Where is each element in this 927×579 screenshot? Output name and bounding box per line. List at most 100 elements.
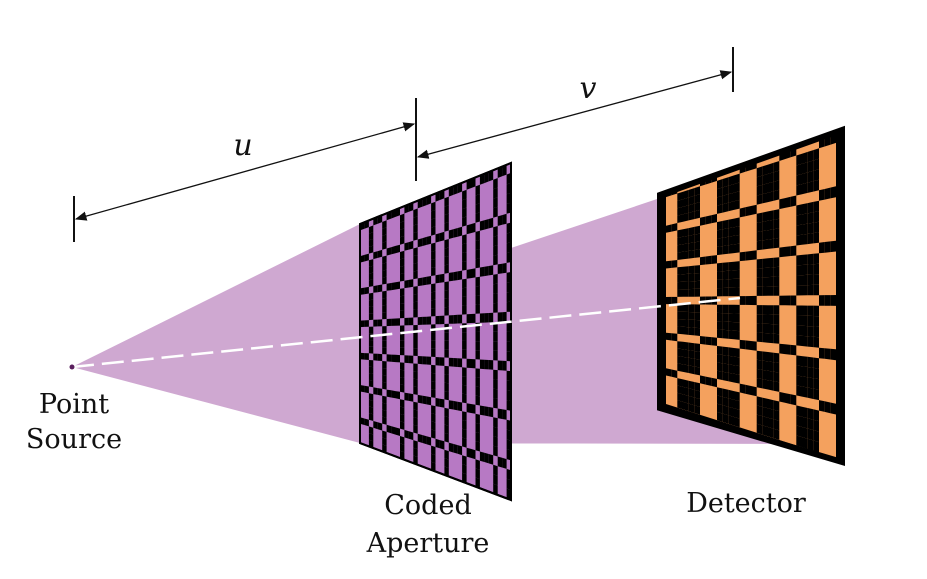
- mask-cell: [717, 321, 723, 330]
- mask-cell: [475, 441, 480, 452]
- mask-cell: [382, 437, 387, 446]
- mask-cell: [502, 360, 507, 371]
- mask-cell: [807, 253, 814, 265]
- mask-cell: [688, 395, 695, 406]
- mask-cell: [717, 354, 723, 364]
- mask-cell: [751, 295, 757, 306]
- mask-cell: [711, 213, 717, 224]
- mask-cell: [677, 206, 683, 216]
- mask-cell: [683, 341, 689, 351]
- mask-cell: [796, 335, 802, 346]
- mask-cell: [677, 274, 683, 283]
- mask-cell: [813, 357, 819, 369]
- mask-cell: [462, 216, 467, 227]
- mask-cell: [462, 287, 467, 297]
- mask-cell: [488, 265, 494, 276]
- mask-cell: [688, 203, 695, 213]
- mask-cell: [734, 373, 740, 384]
- mask-cell: [734, 269, 740, 279]
- mask-cell: [462, 411, 467, 421]
- mask-cell: [683, 401, 689, 412]
- mask-cell: [493, 379, 498, 390]
- mask-cell: [400, 406, 405, 415]
- mask-cell: [408, 431, 414, 441]
- mask-cell: [677, 251, 683, 260]
- mask-cell: [813, 430, 819, 443]
- mask-cell: [506, 351, 511, 362]
- mask-cell: [722, 177, 729, 188]
- mask-cell: [462, 420, 467, 430]
- mask-cell: [408, 393, 414, 402]
- mask-cell: [813, 440, 819, 453]
- mask-cell: [404, 392, 409, 401]
- mask-cell: [382, 326, 387, 334]
- mask-cell: [694, 382, 700, 392]
- mask-cell: [395, 281, 400, 290]
- mask-cell: [386, 354, 392, 362]
- mask-cell: [813, 211, 819, 223]
- mask-cell: [802, 182, 808, 195]
- mask-cell: [751, 341, 757, 351]
- mask-cell: [413, 262, 418, 272]
- mask-cell: [368, 393, 374, 401]
- mask-cell: [734, 261, 740, 271]
- mask-cell: [773, 180, 780, 192]
- mask-cell: [694, 397, 700, 407]
- mask-cell: [802, 203, 808, 215]
- mask-cell: [802, 406, 808, 419]
- mask-cell: [479, 451, 485, 462]
- mask-cell: [475, 386, 480, 397]
- mask-cell: [417, 238, 423, 248]
- mask-cell: [717, 179, 723, 190]
- mask-cell: [502, 262, 507, 274]
- dimension-u-label: u: [233, 128, 252, 163]
- mask-cell: [688, 281, 695, 290]
- mask-cell: [756, 368, 763, 380]
- mask-cell: [807, 212, 814, 224]
- mask-cell: [382, 409, 387, 418]
- mask-cell: [471, 177, 476, 189]
- mask-cell: [739, 296, 746, 305]
- mask-cell: [773, 400, 780, 412]
- mask-cell: [717, 229, 723, 239]
- mask-cell: [413, 378, 418, 388]
- mask-cell: [756, 212, 763, 223]
- mask-cell: [796, 265, 802, 276]
- mask-cell: [728, 278, 734, 288]
- mask-cell: [813, 148, 819, 161]
- mask-cell: [400, 325, 405, 333]
- mask-cell: [386, 318, 392, 327]
- mask-cell: [413, 309, 418, 318]
- mask-cell: [796, 285, 802, 296]
- mask-cell: [739, 339, 746, 350]
- mask-cell: [386, 283, 392, 291]
- mask-cell: [413, 231, 418, 241]
- mask-cell: [802, 305, 808, 316]
- mask-cell: [475, 184, 480, 196]
- mask-cell: [368, 426, 374, 435]
- mask-cell: [462, 198, 467, 210]
- mask-cell: [773, 333, 780, 344]
- mask-cell: [807, 181, 814, 193]
- mask-cell: [431, 340, 436, 349]
- mask-cell: [796, 325, 802, 336]
- mask-cell: [688, 188, 695, 198]
- mask-cell: [471, 222, 476, 234]
- mask-cell: [493, 341, 498, 351]
- mask-cell: [694, 405, 700, 415]
- mask-cell: [431, 405, 436, 415]
- mask-cell: [756, 184, 763, 196]
- mask-cell: [796, 184, 802, 196]
- mask-cell: [694, 366, 700, 376]
- mask-cell: [722, 388, 729, 399]
- mask-cell: [807, 336, 814, 348]
- mask-cell: [475, 212, 480, 223]
- mask-cell: [462, 428, 467, 439]
- mask-cell: [453, 314, 458, 324]
- mask-cell: [422, 395, 427, 405]
- mask-cell: [431, 258, 436, 268]
- mask-cell: [785, 344, 791, 355]
- mask-cell: [728, 261, 734, 271]
- mask-cell: [382, 220, 387, 229]
- mask-cell: [694, 265, 700, 274]
